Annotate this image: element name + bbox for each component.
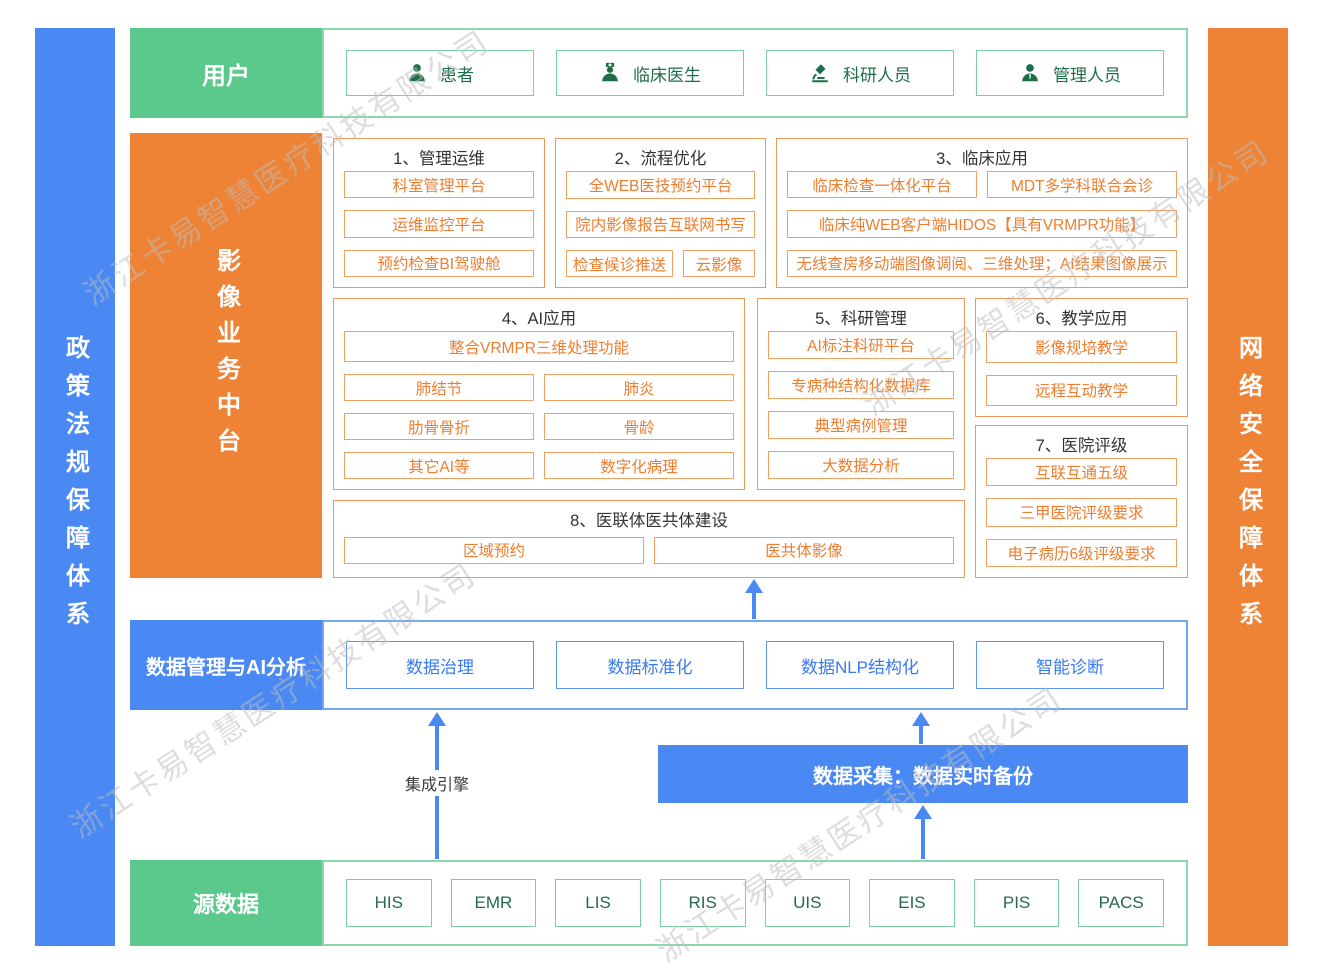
user-item-label: 临床医生 — [633, 65, 701, 85]
source-system-item: LIS — [555, 879, 641, 927]
platform-item: 院内影像报告互联网书写 — [566, 210, 755, 238]
section-teaching-application: 6、教学应用 影像规培教学 远程互动教学 — [975, 298, 1188, 417]
platform-item: 临床检查一体化平台 — [787, 171, 977, 198]
arrow-collection-from-source — [914, 805, 932, 859]
platform-item: 运维监控平台 — [344, 210, 534, 238]
source-system-item: EMR — [450, 879, 537, 927]
platform-item: 远程互动教学 — [986, 374, 1177, 406]
data-mgmt-label-text: 数据管理与AI分析 — [146, 656, 306, 679]
source-system-item: EIS — [869, 879, 955, 927]
arrow-head-icon — [912, 712, 930, 726]
section-medical-alliance: 8、医联体医共体建设 区域预约 医共体影像 — [333, 500, 965, 578]
manager-icon — [1022, 64, 1038, 82]
platform-item: 骨龄 — [544, 413, 734, 440]
source-data-row-box: HIS EMR LIS RIS UIS EIS PIS PACS — [322, 860, 1188, 946]
imaging-platform-label-text: 影像业务中台 — [212, 247, 240, 464]
section-title: 6、教学应用 — [1035, 310, 1128, 328]
platform-item: 全WEB医技预约平台 — [566, 171, 755, 199]
platform-item: 肋骨骨折 — [344, 413, 534, 440]
user-item-patient: 患者 — [346, 50, 534, 96]
platform-item: MDT多学科联合会诊 — [987, 171, 1177, 198]
network-security-label: 网络安全保障体系 — [1234, 335, 1262, 639]
platform-item: 电子病历6级评级要求 — [986, 538, 1177, 567]
arrow-line — [921, 819, 925, 859]
section-title: 2、流程优化 — [614, 150, 707, 168]
platform-item: 云影像 — [683, 250, 755, 277]
data-mgmt-item: 智能诊断 — [976, 641, 1164, 689]
arrow-line — [752, 593, 756, 619]
source-system-item: PIS — [973, 879, 1060, 927]
section-hospital-rating: 7、医院评级 互联互通五级 三甲医院评级要求 电子病历6级评级要求 — [975, 425, 1188, 578]
arrow-platform-from-datamgmt — [745, 579, 763, 619]
section-title: 7、医院评级 — [1035, 437, 1128, 455]
data-mgmt-item: 数据NLP结构化 — [766, 641, 954, 689]
arrow-head-icon — [745, 579, 763, 593]
platform-item: 预约检查BI驾驶舱 — [344, 249, 534, 277]
section-title: 1、管理运维 — [393, 150, 485, 168]
user-item-label: 管理人员 — [1053, 65, 1121, 85]
platform-item: 无线查房移动端图像调阅、三维处理；AI结果图像展示 — [787, 249, 1177, 277]
section-title: 3、临床应用 — [936, 150, 1028, 168]
arrow-line — [919, 726, 923, 744]
platform-item: 影像规培教学 — [986, 331, 1177, 363]
source-system-item: RIS — [659, 879, 746, 927]
users-row-box: 患者 临床医生 科研人员 管理人员 — [322, 28, 1188, 118]
source-system-item: UIS — [764, 879, 851, 927]
user-item-label: 患者 — [440, 65, 474, 85]
platform-item: 典型病例管理 — [768, 411, 954, 439]
platform-item: 肺结节 — [344, 374, 534, 401]
source-data-label-text: 源数据 — [192, 892, 259, 917]
platform-item: 互联互通五级 — [986, 458, 1177, 487]
platform-item: 其它AI等 — [344, 452, 534, 479]
section-management-ops: 1、管理运维 科室管理平台 运维监控平台 预约检查BI驾驶舱 — [333, 138, 545, 288]
section-ai-application: 4、AI应用 整合VRMPR三维处理功能 肺结节 肺炎 肋骨骨折 骨龄 其它AI… — [333, 298, 745, 490]
data-collection-box: 数据采集：数据实时备份 — [658, 745, 1188, 803]
platform-item: 临床纯WEB客户端HIDOS【具有VRMPR功能】 — [787, 210, 1177, 238]
microscope-icon — [812, 64, 828, 83]
platform-item: 检查候诊推送 — [566, 250, 673, 277]
arrow-head-icon — [428, 712, 446, 726]
doctor-icon — [602, 62, 618, 82]
section-title: 8、医联体医共体建设 — [570, 512, 728, 530]
platform-item: 科室管理平台 — [344, 171, 534, 199]
user-item-manager: 管理人员 — [976, 50, 1164, 96]
source-system-item: PACS — [1078, 879, 1164, 927]
policy-regulation-sidebar: 政策法规保障体系 — [35, 28, 115, 946]
network-security-sidebar: 网络安全保障体系 — [1208, 28, 1288, 946]
section-clinical-application: 3、临床应用 临床检查一体化平台 MDT多学科联合会诊 临床纯WEB客户端HID… — [776, 138, 1188, 288]
patient-icon — [409, 64, 425, 82]
source-data-row-label: 源数据 — [130, 860, 322, 946]
section-title: 4、AI应用 — [501, 310, 577, 328]
data-mgmt-row-label: 数据管理与AI分析 — [130, 620, 322, 710]
users-row-label-text: 用户 — [202, 62, 250, 90]
data-mgmt-item: 数据标准化 — [556, 641, 744, 689]
platform-item: 区域预约 — [344, 536, 644, 564]
section-research-management: 5、科研管理 AI标注科研平台 专病种结构化数据库 典型病例管理 大数据分析 — [757, 298, 965, 490]
platform-item: AI标注科研平台 — [768, 331, 954, 359]
imaging-platform-label: 影像业务中台 — [130, 133, 322, 578]
platform-item: 专病种结构化数据库 — [768, 371, 954, 399]
users-row-label: 用户 — [130, 28, 322, 118]
section-title: 5、科研管理 — [815, 310, 907, 328]
platform-item: 数字化病理 — [544, 452, 734, 479]
user-item-researcher: 科研人员 — [766, 50, 954, 96]
platform-item: 大数据分析 — [768, 451, 954, 479]
data-mgmt-row-box: 数据治理 数据标准化 数据NLP结构化 智能诊断 — [322, 620, 1188, 710]
platform-item: 三甲医院评级要求 — [986, 498, 1177, 527]
integration-engine-label: 集成引擎 — [399, 770, 476, 796]
section-process-optimization: 2、流程优化 全WEB医技预约平台 院内影像报告互联网书写 检查候诊推送 云影像 — [555, 138, 766, 288]
policy-regulation-label: 政策法规保障体系 — [61, 335, 89, 639]
user-item-label: 科研人员 — [843, 65, 911, 85]
arrow-head-icon — [914, 805, 932, 819]
platform-item: 肺炎 — [544, 374, 734, 401]
user-item-doctor: 临床医生 — [556, 50, 744, 96]
platform-item: 整合VRMPR三维处理功能 — [344, 331, 734, 362]
platform-item: 医共体影像 — [654, 536, 954, 564]
data-mgmt-item: 数据治理 — [346, 641, 534, 689]
source-system-item: HIS — [346, 879, 432, 927]
arrow-datamgmt-from-collection — [912, 712, 930, 744]
